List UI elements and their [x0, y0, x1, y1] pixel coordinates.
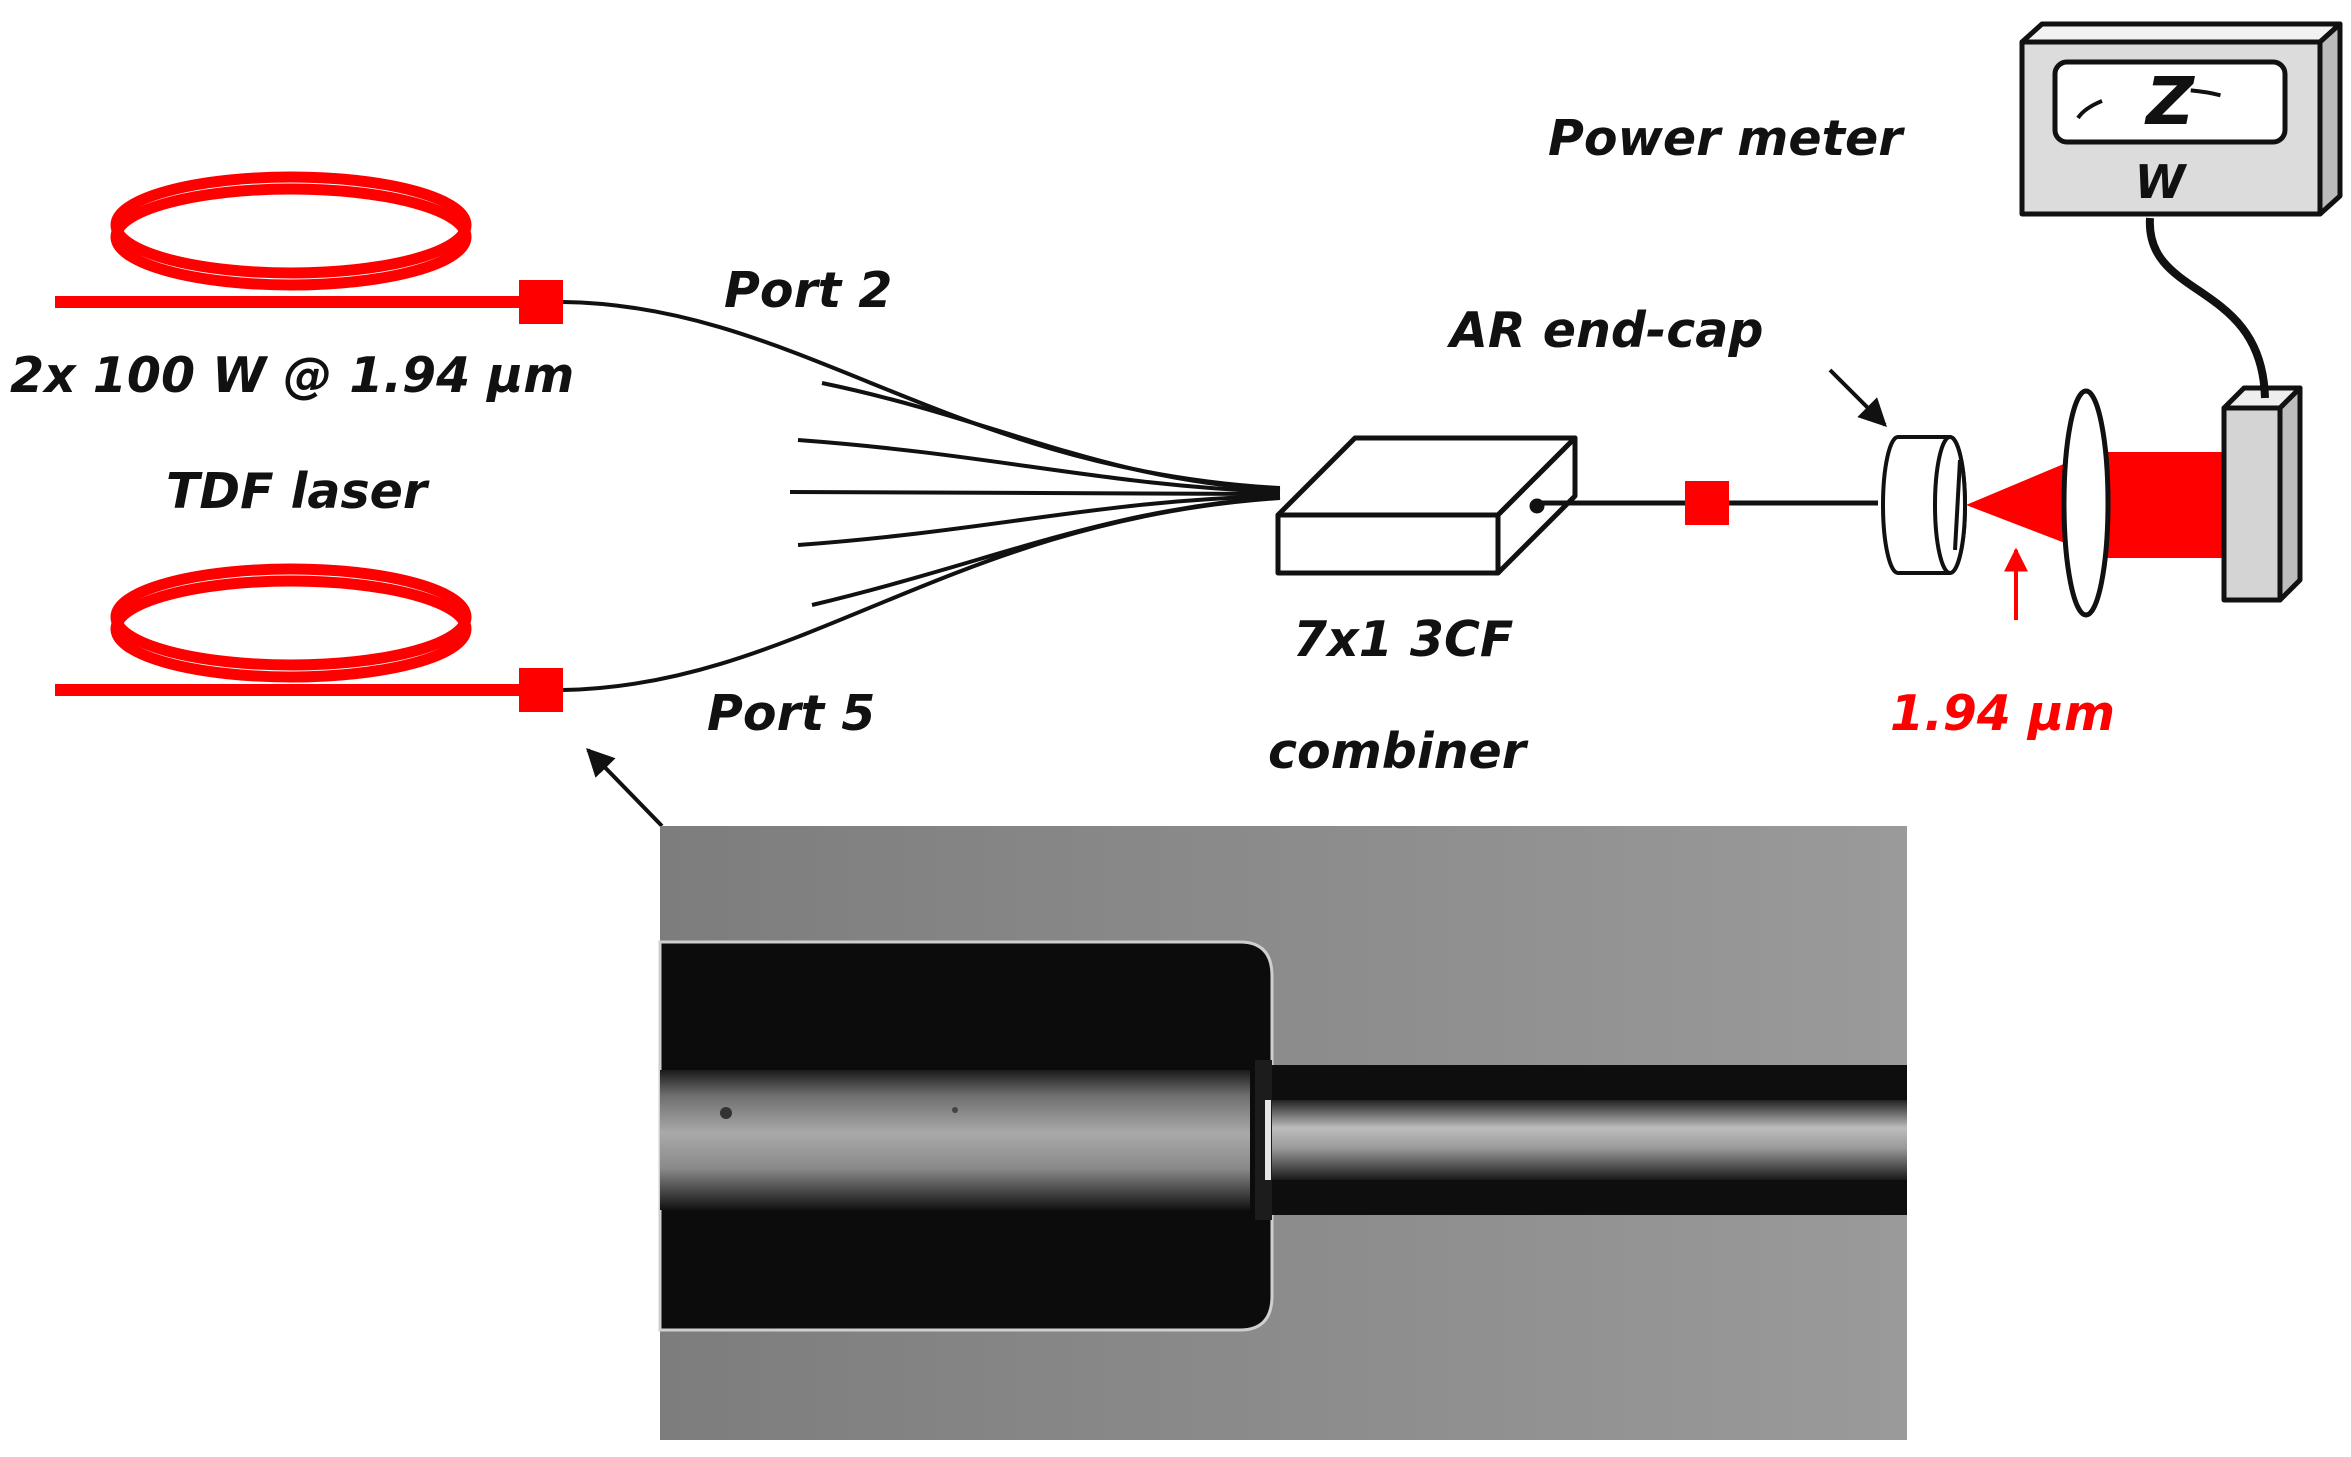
detector-head [2221, 385, 2303, 603]
ar-end-cap-arrow [1828, 368, 1887, 427]
label-port2: Port 2 [724, 262, 892, 319]
ar-end-cap [1881, 435, 1967, 575]
laser-coil-top [55, 171, 563, 324]
lens [2061, 388, 2111, 618]
label-power-meter: Power meter [1548, 110, 1905, 167]
meter-cable [2145, 217, 2269, 399]
meter-display [2052, 59, 2288, 145]
meter-reading: Z [2144, 63, 2195, 140]
label-combiner-line1: 7x1 3CF [1293, 611, 1513, 668]
label-output-wavelength: 1.94 μm [1890, 685, 2115, 742]
micrograph-pointer-arrow [586, 747, 664, 828]
label-laser-spec: 2x 100 W @ 1.94 μm [10, 347, 574, 404]
fiber-micrograph [658, 826, 1907, 1440]
diverging-beam [1966, 458, 2078, 548]
label-tdf-laser: TDF laser [166, 463, 430, 520]
splice-top [519, 280, 563, 324]
splice-bottom [519, 668, 563, 712]
power-meter [2019, 21, 2343, 217]
label-port5: Port 5 [707, 685, 875, 742]
collimated-beam [2090, 452, 2224, 558]
label-combiner-line2: combiner [1268, 723, 1529, 780]
fiber-bundle [562, 300, 1281, 692]
meter-unit: W [2135, 155, 2188, 209]
laser-coil-bottom [55, 563, 563, 712]
combiner-box [1275, 435, 1578, 576]
splice-output [1685, 481, 1729, 525]
label-ar-end-cap: AR end-cap [1446, 302, 1763, 359]
